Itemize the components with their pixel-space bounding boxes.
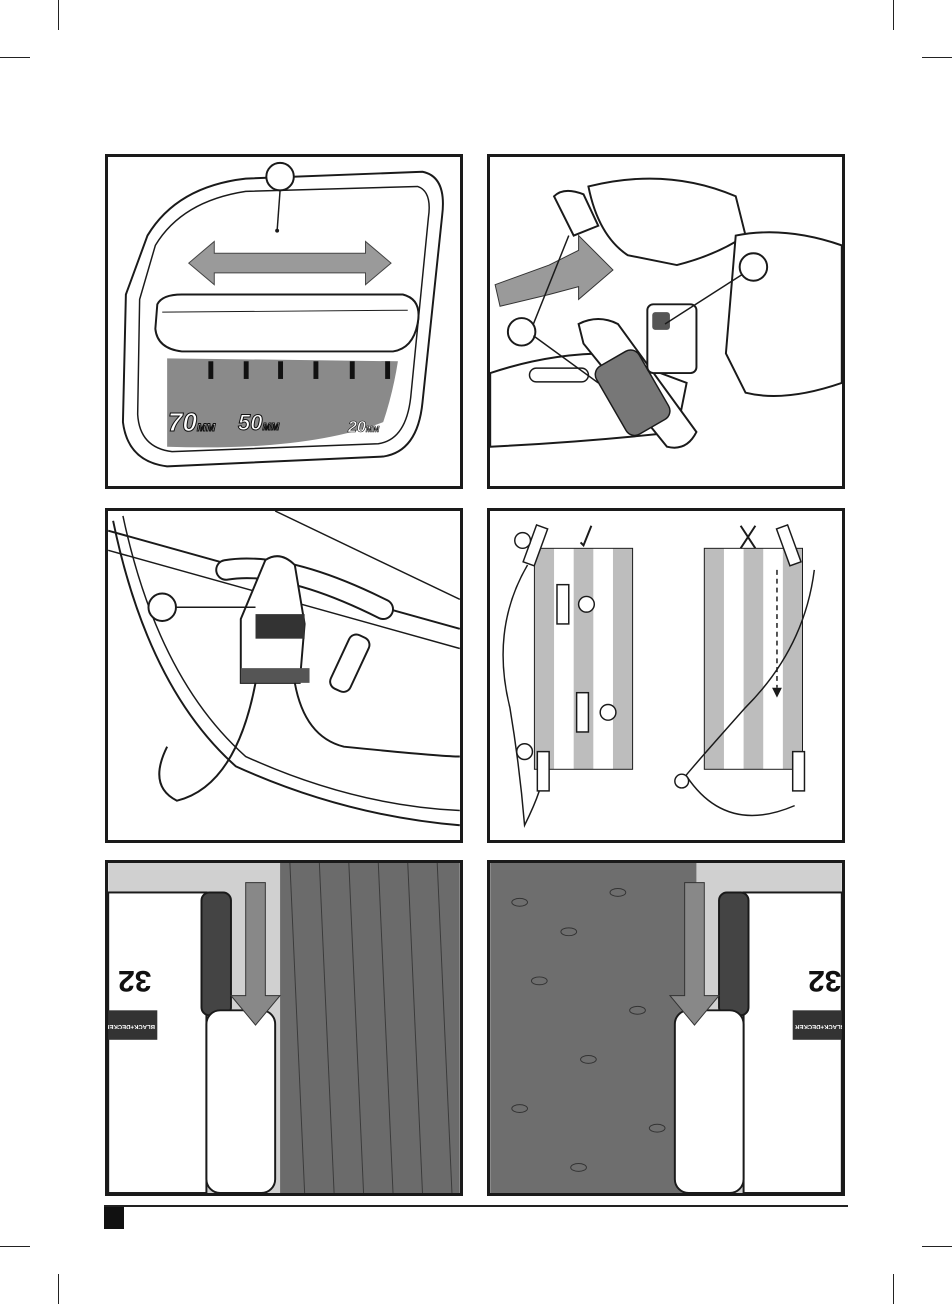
callout-circle [579, 596, 595, 612]
callout-circle [517, 744, 533, 760]
height-indicator-illustration [108, 157, 460, 486]
model-number-label: 32 [118, 963, 151, 997]
crop-mark [58, 0, 59, 30]
height-label-50: 50MM [238, 410, 279, 436]
callout-circle [515, 533, 531, 549]
language-tab-marker [104, 1207, 124, 1229]
height-label-70: 70MM [168, 407, 215, 438]
figure-edge-mowing-lawn: 32 BLACK+DECKER [105, 860, 463, 1196]
callout-circle [675, 774, 689, 788]
crop-mark [893, 1274, 894, 1304]
figure-height-indicator: 70MM 50MM 20MM [105, 154, 463, 489]
callout-circle [508, 318, 535, 345]
callout-circle [266, 163, 293, 190]
cable-restraint-illustration [108, 511, 460, 840]
crop-mark [0, 57, 30, 58]
height-label-20: 20MM [348, 419, 379, 437]
callout-circle [740, 253, 767, 280]
figure-mowing-pattern [487, 508, 845, 843]
mowing-pattern-illustration [490, 511, 842, 840]
edge-mowing-lawn-illustration [108, 863, 460, 1193]
figure-cable-restraint [105, 508, 463, 843]
edge-mowing-path-illustration [490, 863, 842, 1193]
callout-circle [600, 704, 616, 720]
brand-logo: BLACK+DECKER [111, 1023, 155, 1029]
crop-mark [58, 1274, 59, 1304]
model-number-label: 32 [808, 963, 841, 997]
figure-edge-mowing-path: 32 BLACK+DECKER [487, 860, 845, 1196]
crop-mark [0, 1246, 30, 1247]
crop-mark [893, 0, 894, 30]
crop-mark [922, 57, 952, 58]
crop-mark [922, 1246, 952, 1247]
switch-handle-illustration [490, 157, 842, 486]
callout-circle [148, 593, 175, 620]
brand-logo: BLACK+DECKER [801, 1023, 845, 1029]
figure-switch-handle [487, 154, 845, 489]
footer-rule [104, 1205, 848, 1207]
